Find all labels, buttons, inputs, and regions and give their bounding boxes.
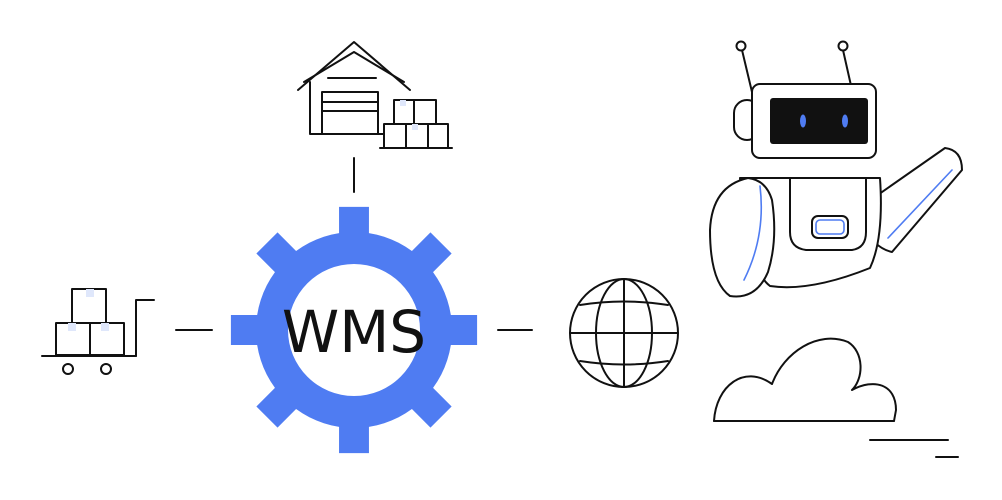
gear-icon bbox=[230, 206, 478, 454]
warehouse-icon bbox=[297, 41, 453, 149]
robot-eye-right bbox=[842, 114, 848, 128]
wms-gear: WMS bbox=[230, 206, 478, 454]
robot-eye-left bbox=[800, 114, 806, 128]
robot-screen bbox=[770, 98, 868, 144]
robot-icon bbox=[709, 40, 963, 298]
connectors bbox=[175, 157, 533, 331]
cloud-icon bbox=[713, 337, 959, 458]
globe-icon bbox=[569, 278, 679, 388]
hand-truck-boxes-icon bbox=[41, 288, 155, 375]
gear-label: WMS bbox=[282, 298, 426, 366]
